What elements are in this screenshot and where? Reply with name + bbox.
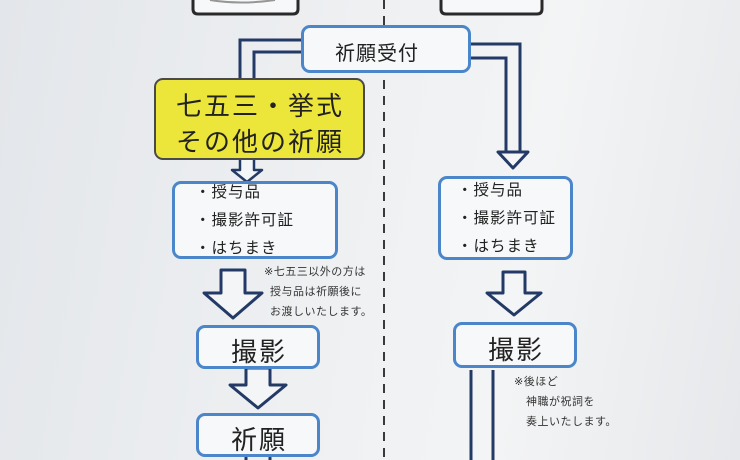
left-prayer-box: 祈願 (196, 413, 320, 457)
list-item: ・はちまき (457, 237, 540, 255)
top-left-partial-box (191, 0, 300, 16)
note-line: 奏上いたします。 (526, 415, 617, 428)
right-items-list: ・授与品 ・撮影許可証 ・はちまき (457, 176, 556, 260)
list-item: ・授与品 (457, 181, 524, 199)
right-items-box: ・授与品 ・撮影許可証 ・はちまき (438, 176, 573, 260)
right-photo-box: 撮影 (453, 322, 577, 368)
top-right-partial-box (439, 0, 544, 16)
note-line: 神職が祝詞を (526, 395, 595, 408)
arrow-left-2 (202, 268, 264, 320)
note-line: ※後ほど (514, 375, 559, 388)
left-items-box: ・授与品 ・撮影許可証 ・はちまき (172, 181, 338, 259)
right-note: ※後ほど 神職が祝詞を 奏上いたします。 (514, 372, 617, 432)
note-line: 授与品は祈願後に (270, 285, 362, 298)
arrow-right-2 (485, 270, 543, 317)
right-photo-label: 撮影 (488, 336, 545, 366)
ceremony-line-2: その他の祈願 (176, 128, 345, 158)
note-line: ※七五三以外の方は (264, 265, 366, 278)
left-note: ※七五三以外の方は 授与品は祈願後に お渡しいたします。 (264, 262, 372, 322)
arrow-head-right-1 (496, 150, 530, 170)
list-item: ・授与品 (195, 183, 262, 201)
branch-right-inner (470, 56, 508, 152)
note-line: お渡しいたします。 (270, 305, 373, 318)
list-item: ・はちまき (195, 239, 278, 257)
list-item: ・撮影許可証 (457, 209, 557, 227)
left-items-list: ・授与品 ・撮影許可証 ・はちまき (195, 178, 294, 262)
right-continue-lines (469, 370, 495, 460)
list-item: ・撮影許可証 (195, 211, 295, 229)
branch-left-inner (252, 50, 302, 80)
reception-label: 祈願受付 (335, 41, 419, 65)
arrow-left-3 (228, 366, 288, 410)
reception-box: 祈願受付 (301, 25, 471, 73)
left-photo-label: 撮影 (231, 338, 288, 368)
branch-left-outer (238, 38, 302, 80)
left-prayer-label: 祈願 (231, 426, 288, 456)
ceremony-line-1: 七五三・挙式 (176, 92, 345, 122)
top-left-partial-text (209, 0, 276, 4)
ceremony-box: 七五三・挙式 その他の祈願 (154, 78, 365, 160)
branch-right-outer (470, 42, 522, 152)
left-photo-box: 撮影 (196, 325, 320, 369)
